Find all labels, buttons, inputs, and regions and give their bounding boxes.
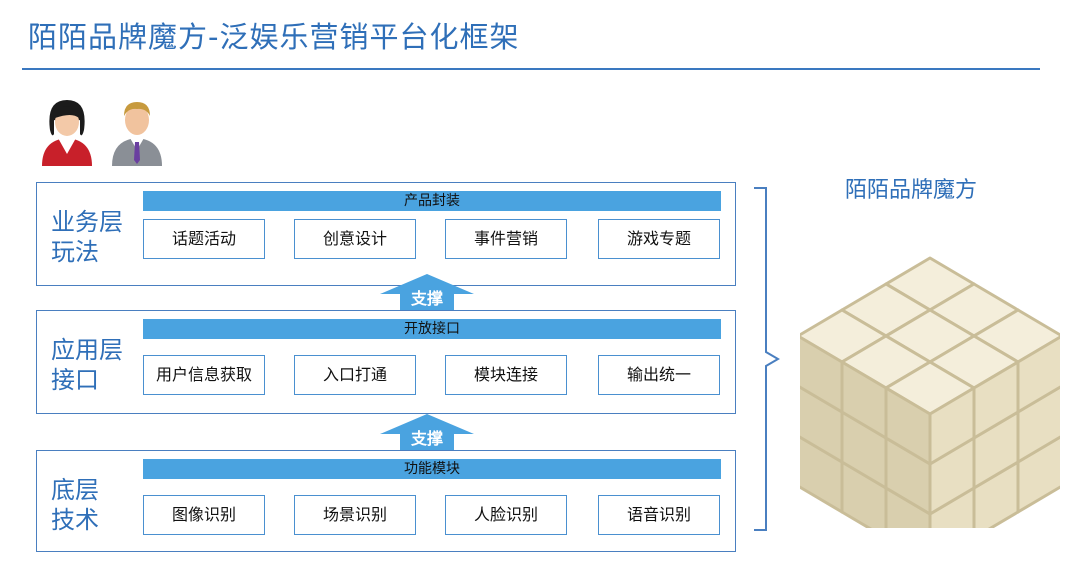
layer-item: 模块连接: [445, 355, 567, 395]
up-arrow-icon: [380, 274, 474, 310]
layer-item: 游戏专题: [598, 219, 720, 259]
layer-item: 图像识别: [143, 495, 265, 535]
magic-cube-icon: [800, 256, 1060, 528]
layer-subtitle: 技术: [51, 506, 99, 534]
layer-title: 底层: [51, 476, 99, 504]
layer-item: 输出统一: [598, 355, 720, 395]
arrow-label: 支撑: [410, 289, 443, 308]
title-divider: [22, 68, 1040, 70]
layer-item: 话题活动: [143, 219, 265, 259]
layer-subtitle: 接口: [51, 366, 99, 394]
application-layer: 应用层 接口 开放接口 用户信息获取 入口打通 模块连接 输出统一: [36, 310, 736, 414]
layer-item: 事件营销: [445, 219, 567, 259]
female-user-icon: [42, 100, 92, 166]
layer-item: 语音识别: [598, 495, 720, 535]
page-title: 陌陌品牌魔方-泛娱乐营销平台化框架: [28, 20, 520, 54]
support-arrow: 支撑: [380, 274, 474, 310]
layer-bar: 产品封装: [143, 191, 721, 211]
layer-item: 人脸识别: [445, 495, 567, 535]
foundation-layer: 底层 技术 功能模块 图像识别 场景识别 人脸识别 语音识别: [36, 450, 736, 552]
layer-item: 创意设计: [294, 219, 416, 259]
layer-title: 业务层: [51, 208, 123, 236]
right-brace-icon: [754, 187, 780, 531]
layer-title: 应用层: [51, 336, 123, 364]
male-user-icon: [112, 102, 162, 166]
up-arrow-icon: [380, 414, 474, 450]
support-arrow: 支撑: [380, 414, 474, 450]
layer-bar: 开放接口: [143, 319, 721, 339]
layer-item: 场景识别: [294, 495, 416, 535]
business-layer: 业务层 玩法 产品封装 话题活动 创意设计 事件营销 游戏专题: [36, 182, 736, 286]
arrow-label: 支撑: [410, 429, 443, 448]
layer-subtitle: 玩法: [51, 238, 99, 266]
layer-bar: 功能模块: [143, 459, 721, 479]
layer-item: 入口打通: [294, 355, 416, 395]
cube-title: 陌陌品牌魔方: [845, 178, 978, 203]
layer-item: 用户信息获取: [143, 355, 265, 395]
